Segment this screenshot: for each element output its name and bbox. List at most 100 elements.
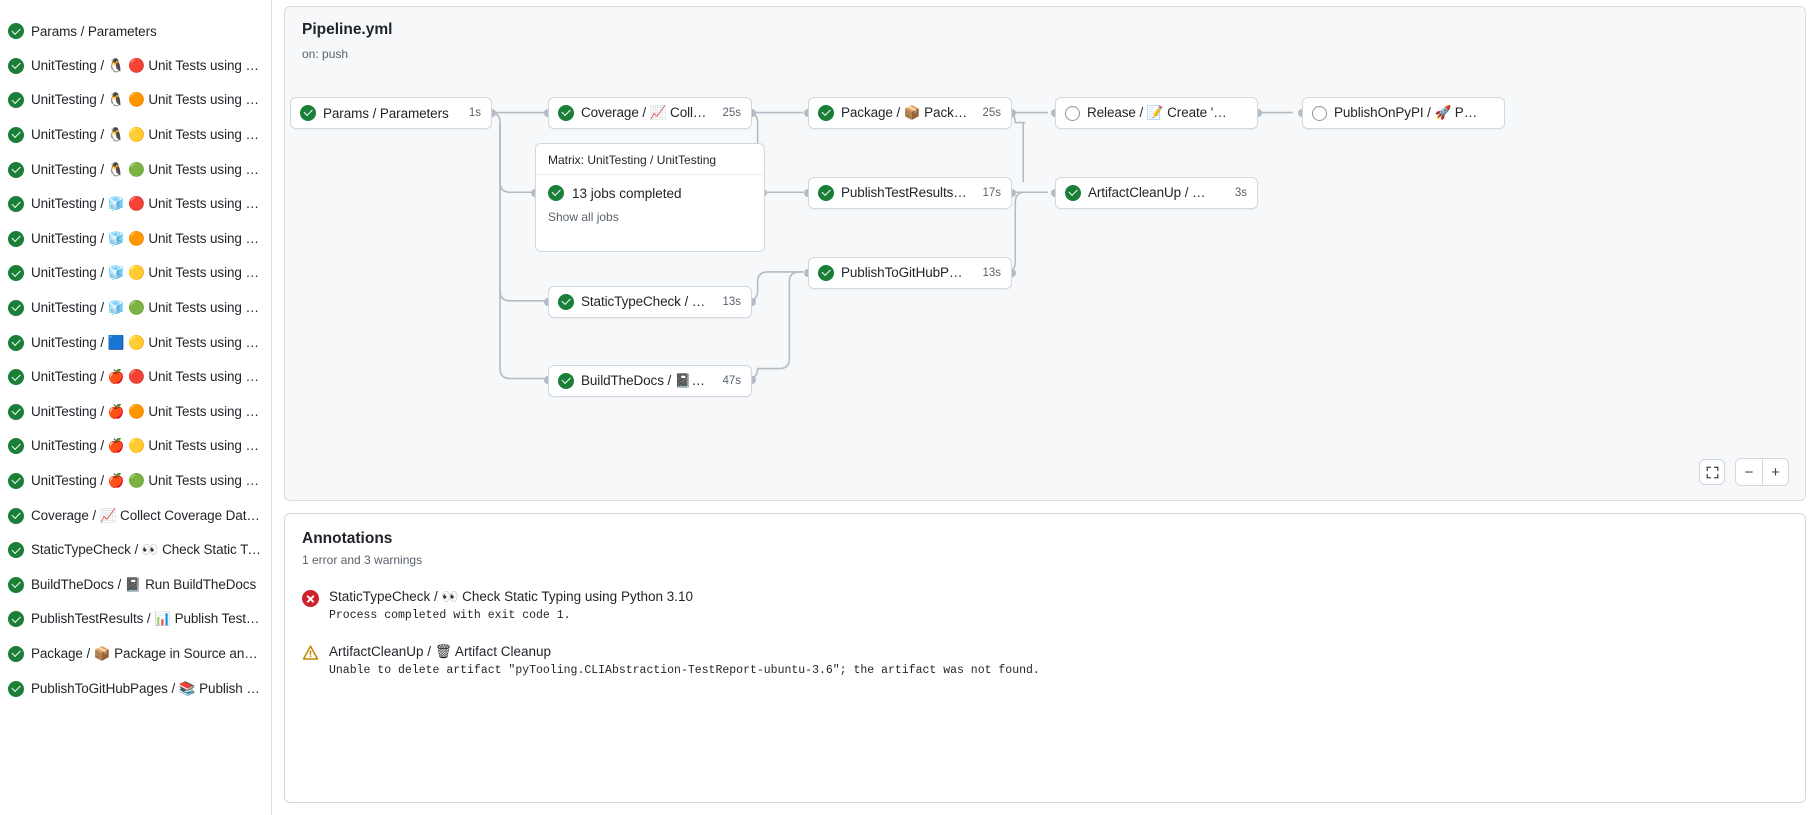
node-label: PublishOnPyPI / 🚀 Publish to … [1334,105,1479,120]
success-icon [1065,185,1081,201]
graph-node-build-the-docs[interactable]: BuildTheDocs / 📓 Run Buil… 47s [548,365,752,397]
sidebar-job-label: UnitTesting / 🍎 🟢 Unit Tests using Pyth… [31,473,263,489]
sidebar-job-label: Coverage / 📈 Collect Coverage Data usi… [31,507,263,523]
sidebar-job-item[interactable]: Package / 📦 Package in Source and Wh… [0,637,271,672]
warning-icon [302,645,319,662]
graph-zoom-controls[interactable]: − + [1699,458,1789,486]
graph-node-artifact-cleanup[interactable]: ArtifactCleanUp / 🗑 Artifac… 3s [1055,177,1258,209]
sidebar-job-label: StaticTypeCheck / 👀 Check Static Typing… [31,542,263,558]
sidebar-job-item[interactable]: Coverage / 📈 Collect Coverage Data usi… [0,498,271,533]
connector-handle [1008,269,1016,277]
success-icon [8,438,24,455]
annotation-heading: StaticTypeCheck / 👀 Check Static Typing … [329,589,693,604]
success-icon [818,185,834,201]
success-icon [8,611,24,628]
sidebar-job-item[interactable]: UnitTesting / 🧊 🟡 Unit Tests using Pyth… [0,256,271,291]
connector-handle [1008,109,1016,117]
annotation-body: StaticTypeCheck / 👀 Check Static Typing … [329,589,693,622]
graph-node-package[interactable]: Package / 📦 Package in So… 25s [808,97,1012,129]
annotation-item[interactable]: StaticTypeCheck / 👀 Check Static Typing … [302,589,1788,622]
sidebar-job-item[interactable]: PublishTestResults / 📊 Publish Test Resu… [0,602,271,637]
node-label: PublishTestResults / 📊 Pu… [841,185,967,200]
matrix-group-unittesting[interactable]: Matrix: UnitTesting / UnitTesting 13 job… [535,143,765,252]
success-icon [818,105,834,121]
graph-node-coverage[interactable]: Coverage / 📈 Collect Cove… 25s [548,97,752,129]
connector-handle [488,109,496,117]
connector-handle [748,376,756,384]
annotation-heading: ArtifactCleanUp / 🗑 Artifact Cleanup [329,644,551,659]
sidebar-job-item[interactable]: UnitTesting / 🐧 🟡 Unit Tests using Pyth… [0,118,271,153]
sidebar-job-item[interactable]: UnitTesting / 🧊 🔴 Unit Tests using Pyth… [0,187,271,222]
success-icon [558,373,574,389]
success-icon [300,105,316,121]
node-duration: 25s [722,107,741,119]
sidebar-job-item[interactable]: BuildTheDocs / 📓 Run BuildTheDocs [0,568,271,603]
sidebar-job-label: UnitTesting / 🍎 🔴 Unit Tests using Pyth… [31,369,263,385]
node-duration: 17s [982,187,1001,199]
success-icon [558,105,574,121]
sidebar-job-label: UnitTesting / 🧊 🟠 Unit Tests using Pyth… [31,230,263,246]
graph-node-publish-on-pypi[interactable]: PublishOnPyPI / 🚀 Publish to … [1302,97,1505,129]
trigger-event: on: push [302,47,349,61]
success-icon [8,265,24,282]
success-icon [8,680,24,697]
sidebar-job-item[interactable]: PublishToGitHubPages / 📚 Publish to G… [0,671,271,706]
sidebar-job-item[interactable]: UnitTesting / 🍎 🟢 Unit Tests using Pyth… [0,464,271,499]
node-duration: 1s [468,107,481,119]
graph-node-release[interactable]: Release / 📝 Create 'Release P… [1055,97,1258,129]
sidebar-job-item[interactable]: Params / Parameters [0,14,271,49]
sidebar-job-label: UnitTesting / 🍎 🟠 Unit Tests using Pyth… [31,403,263,419]
matrix-body: 13 jobs completed Show all jobs [536,175,764,236]
error-icon [302,590,319,607]
success-icon [8,230,24,247]
success-icon [8,127,24,144]
connector-handle [1008,189,1016,197]
success-icon [8,196,24,213]
success-icon [8,369,24,386]
success-icon [558,294,574,310]
connector-handle [748,109,756,117]
sidebar-job-item[interactable]: UnitTesting / 🍎 🟠 Unit Tests using Pyth… [0,395,271,430]
workflow-graph-card[interactable]: Pipeline.yml on: push [284,6,1806,501]
annotation-message: Unable to delete artifact "pyTooling.CLI… [329,664,1040,677]
success-icon [8,334,24,351]
sidebar-job-label: UnitTesting / 🐧 🟠 Unit Tests using Pyth… [31,92,263,108]
node-label: Release / 📝 Create 'Release P… [1087,105,1232,120]
graph-node-params[interactable]: Params / Parameters 1s [290,97,492,129]
zoom-buttons[interactable]: − + [1735,458,1789,486]
node-duration: 13s [722,296,741,308]
graph-node-publish-to-github-pages[interactable]: PublishToGitHubPages / 📚 … 13s [808,257,1012,289]
success-icon [8,645,24,662]
success-icon [8,473,24,490]
sidebar-job-item[interactable]: UnitTesting / 🟦 🟡 Unit Tests using Pyth… [0,325,271,360]
sidebar-job-item[interactable]: UnitTesting / 🍎 🔴 Unit Tests using Pyth… [0,360,271,395]
zoom-in-button[interactable]: + [1762,459,1788,485]
sidebar-job-item[interactable]: UnitTesting / 🐧 🟠 Unit Tests using Pyth… [0,83,271,118]
fullscreen-icon[interactable] [1699,459,1725,485]
graph-canvas[interactable]: Params / Parameters 1s Coverage / 📈 Coll… [285,7,1805,500]
graph-node-static-type-check[interactable]: StaticTypeCheck / 👀 Chec… 13s [548,286,752,318]
sidebar-job-label: UnitTesting / 🟦 🟡 Unit Tests using Pyth… [31,334,263,350]
sidebar-job-item[interactable]: UnitTesting / 🧊 🟢 Unit Tests using Pyth… [0,291,271,326]
success-icon [8,57,24,74]
sidebar-job-item[interactable]: UnitTesting / 🐧 🟢 Unit Tests using Pyth… [0,152,271,187]
sidebar-job-item[interactable]: UnitTesting / 🧊 🟠 Unit Tests using Pyth… [0,222,271,257]
success-icon [8,403,24,420]
success-icon [8,576,24,593]
graph-node-publish-test-results[interactable]: PublishTestResults / 📊 Pu… 17s [808,177,1012,209]
success-icon [8,161,24,178]
sidebar-job-item[interactable]: StaticTypeCheck / 👀 Check Static Typing… [0,533,271,568]
zoom-out-button[interactable]: − [1744,463,1754,481]
show-all-jobs-link[interactable]: Show all jobs [548,210,619,224]
sidebar-job-item[interactable]: UnitTesting / 🐧 🔴 Unit Tests using Pyth… [0,49,271,84]
sidebar-job-item[interactable]: UnitTesting / 🍎 🟡 Unit Tests using Pyth… [0,429,271,464]
sidebar-job-label: Package / 📦 Package in Source and Wh… [31,645,263,661]
annotations-list: StaticTypeCheck / 👀 Check Static Typing … [302,589,1788,677]
matrix-summary-row[interactable]: 13 jobs completed [548,185,752,201]
annotation-message: Process completed with exit code 1. [329,609,571,622]
